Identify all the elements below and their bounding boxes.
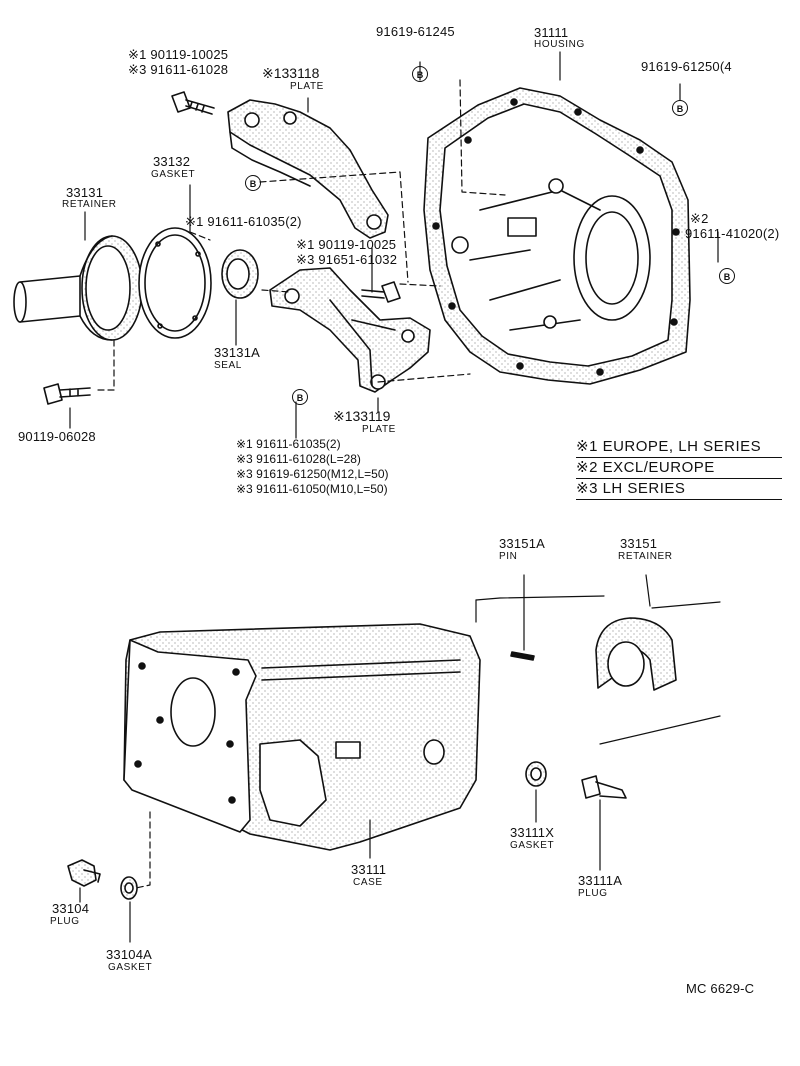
label-plate-33118-number: ※133118: [262, 65, 320, 81]
bolt-b-mark: B: [292, 389, 308, 405]
bolt-list-item-3: ※3 91619-61250(M12,L=50): [236, 467, 389, 481]
label-plug-33111a-name: PLUG: [578, 888, 608, 899]
label-bolt-91611-61035: ※1 91611-61035(2): [185, 214, 302, 229]
label-gasket-33111x-name: GASKET: [510, 840, 555, 851]
plate-33119-drawing: [269, 267, 431, 393]
label-seal-33131a-number: 33131A: [214, 345, 261, 360]
label-gasket-33111x-number: 33111X: [510, 825, 555, 840]
label-plug-33104-number: 33104: [52, 901, 90, 916]
bolt-list-item-1: ※1 91611-61035(2): [236, 437, 341, 451]
seal-33131a-drawing: [221, 249, 259, 299]
label-bolt-group2-line1: ※1 90119-10025: [296, 237, 397, 252]
upper-bolts-drawing: [43, 91, 401, 405]
pin-33151a-drawing: [510, 651, 535, 661]
label-case-33111-number: 33111: [351, 862, 387, 877]
label-plug-33111a-number: 33111A: [578, 873, 623, 888]
label-bolt-91611-41020: 91611-41020(2): [685, 226, 780, 241]
plug-33111a-drawing: [581, 775, 627, 799]
label-bolt-group2-line2: ※3 91651-61032: [296, 252, 398, 267]
legend-item-lh-series: ※3 LH SERIES: [576, 479, 782, 500]
label-bolt-group1-line2: ※3 91611-61028: [128, 62, 229, 77]
plug-33104-drawing: [67, 859, 101, 887]
upper-leader-lines: [69, 51, 719, 439]
bolt-b-mark: B: [412, 66, 428, 82]
legend-item-europe-lh: ※1 EUROPE, LH SERIES: [576, 437, 782, 458]
plate-33118-drawing: [227, 99, 389, 239]
label-gasket-33104a-number: 33104A: [106, 947, 153, 962]
gasket-33132-drawing: [138, 227, 212, 339]
bolt-b-mark: B: [245, 175, 261, 191]
drawing-code: MC 6629-C: [686, 981, 755, 996]
label-retainer-33131-number: 33131: [66, 185, 104, 200]
label-bolt-91619-61250: 91619-61250(4: [641, 59, 732, 74]
label-plate-33118-name: PLATE: [290, 81, 324, 92]
case-33111-drawing: [123, 595, 721, 851]
gasket-33104a-drawing: [120, 876, 138, 900]
bolt-list-item-4: ※3 91611-61050(M10,L=50): [236, 482, 388, 496]
housing-31111-drawing: [423, 87, 691, 385]
label-plug-33104-name: PLUG: [50, 916, 80, 927]
retainer-33151-drawing: [595, 617, 677, 691]
label-plate-33119-number: ※133119: [333, 408, 391, 424]
gasket-33111x-drawing: [525, 761, 547, 787]
label-plate-33119-name: PLATE: [362, 424, 396, 435]
bolt-b-mark: B: [719, 268, 735, 284]
retainer-33131-drawing: [13, 235, 143, 341]
label-housing-name: HOUSING: [534, 39, 585, 50]
label-case-33111-name: CASE: [353, 877, 383, 888]
label-housing-number: 31111: [534, 25, 569, 40]
label-bolt-91619-61245: 91619-61245: [376, 24, 455, 39]
series-legend: ※1 EUROPE, LH SERIES ※2 EXCL/EUROPE ※3 L…: [576, 437, 782, 500]
label-bolt-group1-line1: ※1 90119-10025: [128, 47, 229, 62]
label-gasket-33104a-name: GASKET: [108, 962, 153, 973]
bolt-list-item-2: ※3 91611-61028(L=28): [236, 452, 361, 466]
bolt-b-mark: B: [672, 100, 688, 116]
label-retainer-33131-name: RETAINER: [62, 199, 117, 210]
lower-leader-lines: [79, 574, 651, 943]
label-retainer-33151-number: 33151: [620, 536, 658, 551]
label-pin-33151a-number: 33151A: [499, 536, 546, 551]
label-seal-33131a-name: SEAL: [214, 360, 242, 371]
label-retainer-33151-name: RETAINER: [618, 551, 673, 562]
label-pin-33151a-name: PIN: [499, 551, 518, 562]
label-gasket-33132-number: 33132: [153, 154, 191, 169]
legend-item-excl-europe: ※2 EXCL/EUROPE: [576, 458, 782, 479]
label-excl-mark: ※2: [690, 211, 709, 226]
label-bolt-90119-06028: 90119-06028: [18, 429, 96, 444]
label-gasket-33132-name: GASKET: [151, 169, 196, 180]
